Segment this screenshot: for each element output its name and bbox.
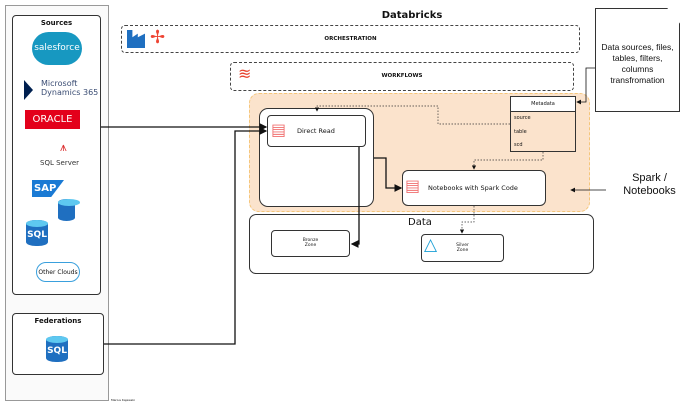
orchestration-lane — [121, 25, 580, 53]
metadata-row: scd — [514, 142, 523, 148]
delta-lake-icon: △ — [424, 235, 438, 255]
bronze-zone[interactable]: Bronze Zone — [271, 230, 350, 257]
data-label: Data — [408, 217, 432, 228]
bronze-label-1: Bronze — [302, 238, 319, 243]
note-to-metadata — [576, 67, 595, 105]
bronze-label-2: Zone — [304, 243, 317, 248]
sql-server-icon: ⩚ — [60, 140, 67, 154]
workflows-lane — [230, 62, 574, 91]
workflows-label: WORKFLOWS — [381, 73, 423, 79]
federations-label: Federations — [34, 317, 82, 325]
dynamics-icon — [24, 80, 33, 100]
federation-sql-icon: SQL — [46, 336, 68, 362]
notebook-icon: ▤ — [271, 120, 287, 139]
author-credit: Marius Kajewski — [111, 398, 135, 402]
sql-server-logo: SQL Server — [40, 159, 80, 167]
dynamics-text-2: Dynamics 365 — [41, 88, 99, 97]
metadata-to-direct-read — [314, 105, 510, 125]
databricks-icon: ≋ — [238, 64, 252, 83]
note-document — [595, 8, 680, 112]
postgres-db-icon — [58, 199, 80, 221]
oracle-logo: ORACLE — [25, 110, 80, 129]
dynamics-text-1: Microsoft — [41, 79, 78, 88]
silver-zone[interactable]: Silver Zone — [421, 234, 504, 262]
direct-read-label: Direct Read — [297, 127, 335, 135]
other-clouds-logo: Other Clouds — [36, 262, 80, 282]
note-text: Data sources, files, tables, filters, co… — [601, 42, 674, 85]
spark-notebooks-label: Spark / Notebooks — [623, 172, 676, 197]
sql-db-icon: SQL — [26, 220, 48, 246]
direct-read-to-bronze — [350, 147, 360, 248]
direct-read-box[interactable] — [267, 115, 366, 147]
metadata-table: Metadata source table scd — [510, 96, 576, 152]
airflow-icon: ✢ — [150, 27, 166, 48]
orchestration-label: ORCHESTRATION — [324, 36, 377, 42]
notebooks-box[interactable] — [402, 170, 546, 206]
notebooks-label: Notebooks with Spark Code — [428, 184, 518, 192]
metadata-header: Metadata — [511, 97, 575, 112]
silver-label-1: Silver — [456, 243, 469, 248]
databricks-title: Databricks — [381, 10, 443, 21]
metadata-row: source — [514, 115, 531, 121]
notebooks-to-silver — [459, 206, 475, 234]
sources-label: Sources — [40, 19, 73, 27]
silver-label-2: Zone — [456, 248, 469, 253]
direct-read-to-notebooks — [374, 157, 403, 192]
federation-connector — [104, 127, 268, 345]
metadata-to-notebooks — [471, 152, 544, 170]
metadata-row: table — [514, 128, 527, 135]
notebook-icon: ▤ — [405, 176, 421, 195]
salesforce-logo: salesforce — [32, 32, 82, 65]
